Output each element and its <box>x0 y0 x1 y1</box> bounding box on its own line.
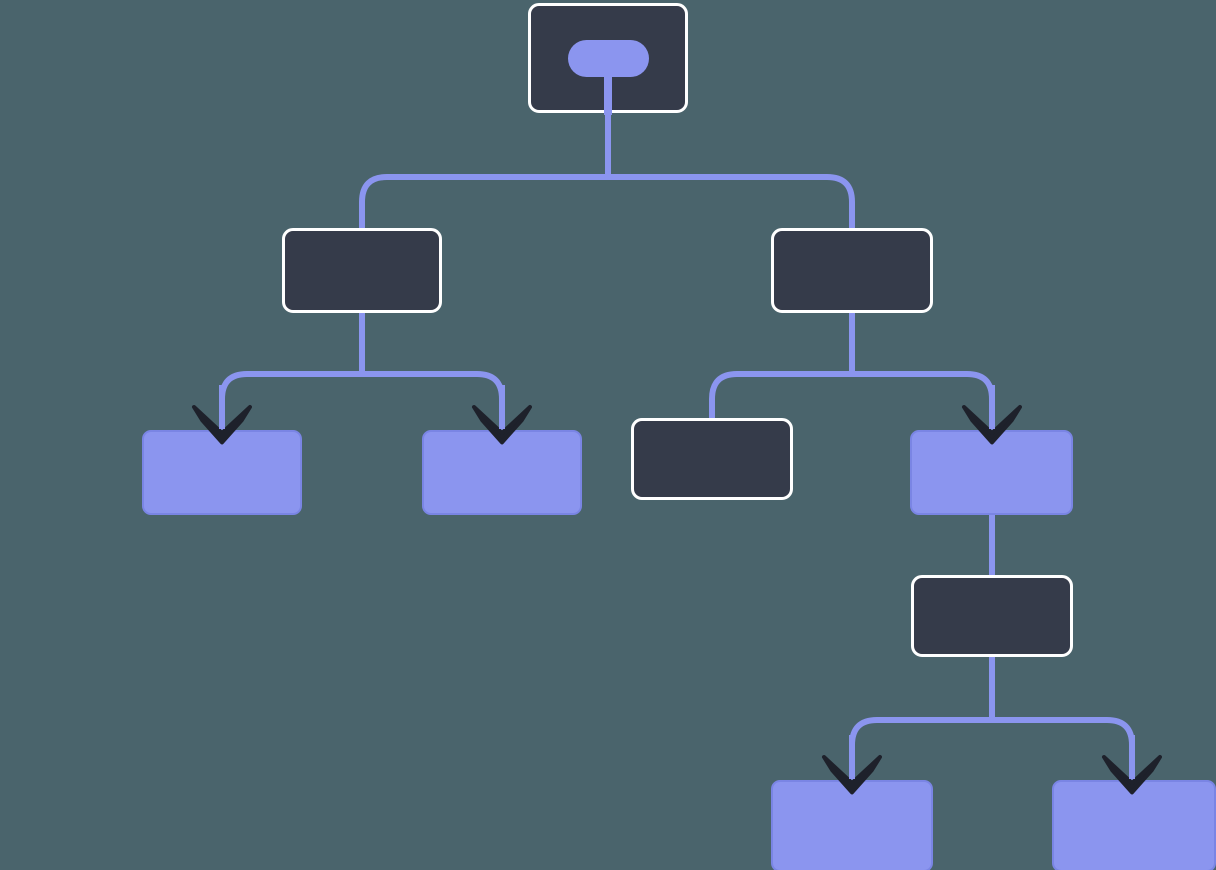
root-node-stem <box>604 57 612 115</box>
node-n-rr3[interactable] <box>911 575 1073 657</box>
edge-n-rr3-to-n-rr4a <box>849 657 995 795</box>
node-n-rr2[interactable] <box>910 430 1073 515</box>
node-n-r1[interactable] <box>771 228 933 313</box>
node-n-l1[interactable] <box>282 228 442 313</box>
node-n-ll2[interactable] <box>142 430 302 515</box>
node-n-rl2[interactable] <box>631 418 793 500</box>
node-n-rr4b[interactable] <box>1052 780 1216 870</box>
node-n-rr4a[interactable] <box>771 780 933 870</box>
root-node-pill-icon <box>568 40 649 77</box>
node-n-lr2[interactable] <box>422 430 582 515</box>
edge-n-rr3-to-n-rr4b <box>989 657 1135 795</box>
